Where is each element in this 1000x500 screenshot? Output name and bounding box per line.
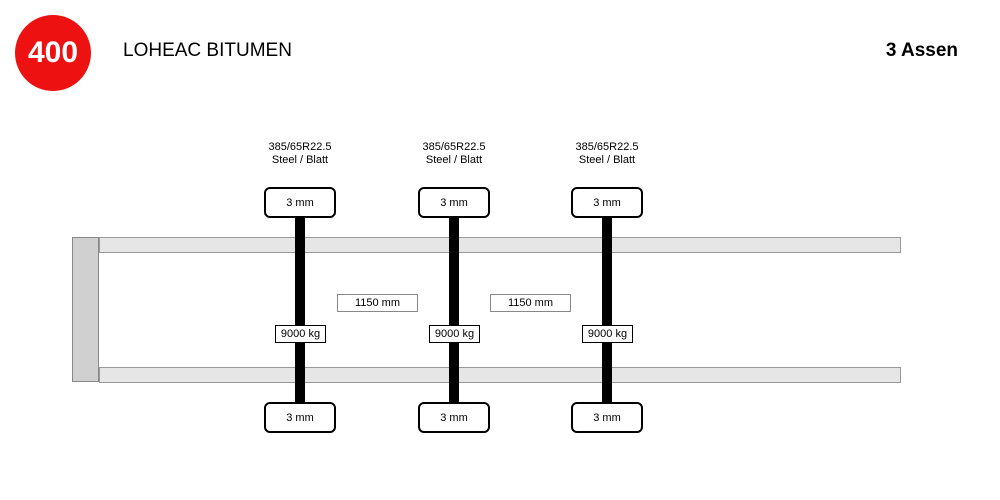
axle-load: 9000 kg [429, 325, 480, 343]
chassis-rail-bottom [99, 367, 901, 383]
axle-shaft [295, 217, 305, 404]
axle-shaft [602, 217, 612, 404]
tire-size: 385/65R22.5 [422, 141, 486, 153]
wheel-bottom[interactable]: 3 mm [264, 402, 336, 433]
wheel-top[interactable]: 3 mm [264, 187, 336, 218]
axle-count-label: 3 Assen [885, 40, 958, 61]
tire-type: Steel / Blatt [425, 154, 483, 166]
wheel-top[interactable]: 3 mm [571, 187, 643, 218]
axle-load: 9000 kg [275, 325, 326, 343]
vehicle-title: LOHEAC BITUMEN [123, 40, 292, 61]
axle-shaft [449, 217, 459, 404]
axle-load: 9000 kg [582, 325, 633, 343]
tire-spec: 385/65R22.5 Steel / Blatt [240, 141, 360, 167]
wheel-bottom[interactable]: 3 mm [418, 402, 490, 433]
chassis-rail-top [99, 237, 901, 253]
axle-spacing-1-2: 1150 mm [337, 294, 418, 312]
wheel-bottom[interactable]: 3 mm [571, 402, 643, 433]
axle-config-badge: 400 [15, 15, 91, 91]
wheel-top[interactable]: 3 mm [418, 187, 490, 218]
tire-spec: 385/65R22.5 Steel / Blatt [547, 141, 667, 167]
tire-type: Steel / Blatt [271, 154, 329, 166]
tire-type: Steel / Blatt [578, 154, 636, 166]
axle-spacing-2-3: 1150 mm [490, 294, 571, 312]
tire-size: 385/65R22.5 [268, 141, 332, 153]
tire-size: 385/65R22.5 [575, 141, 639, 153]
chassis-front-end [72, 237, 99, 382]
tire-spec: 385/65R22.5 Steel / Blatt [394, 141, 514, 167]
